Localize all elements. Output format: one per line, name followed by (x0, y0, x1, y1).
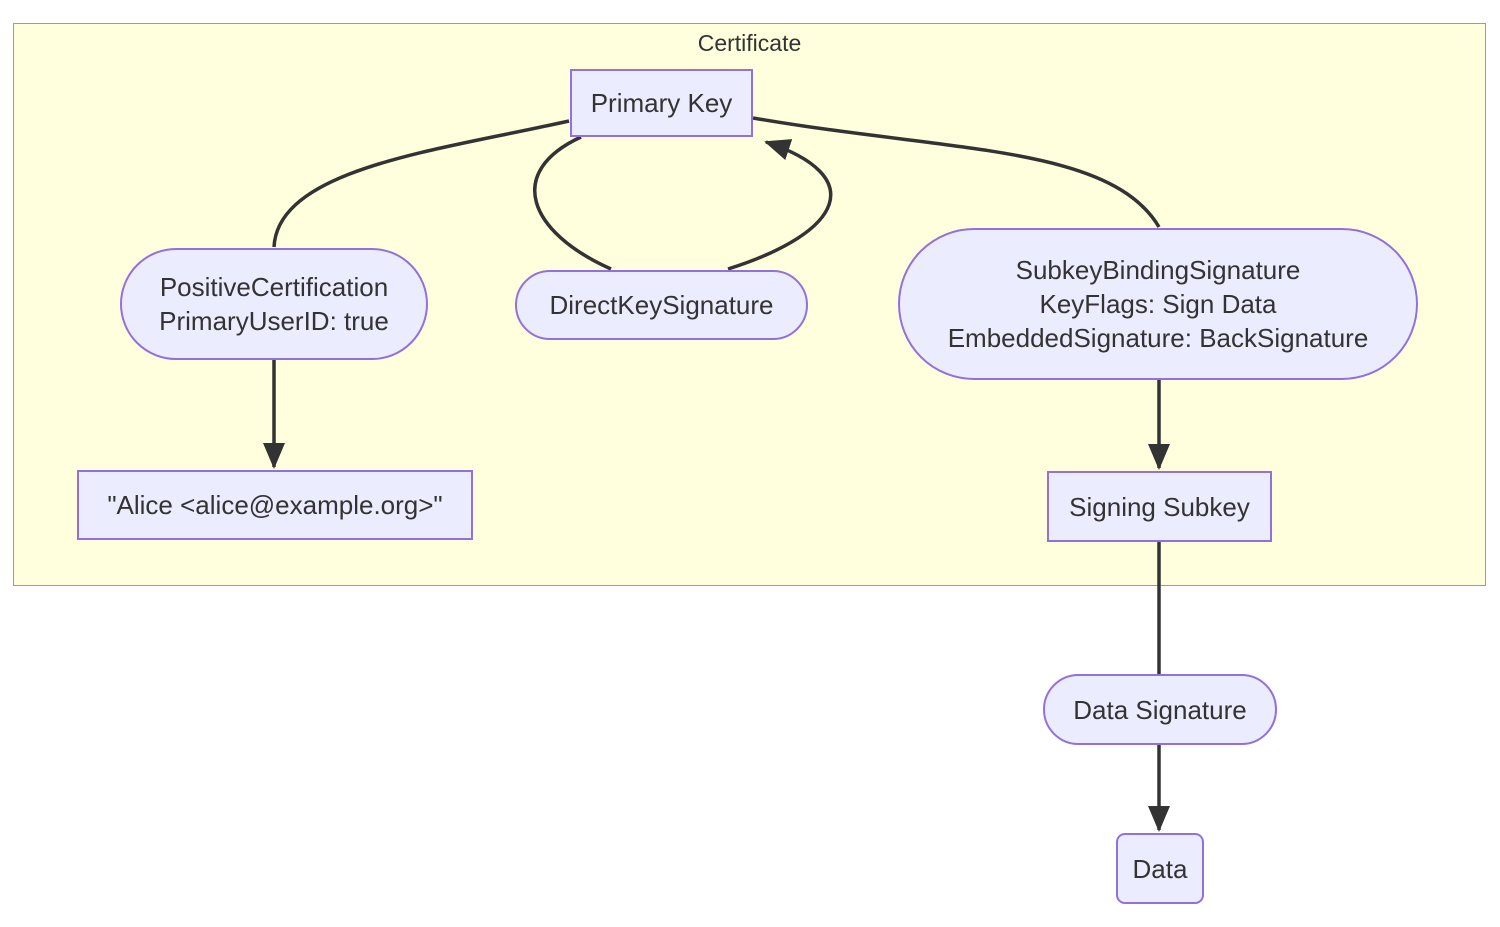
edge-primary-key-to-direct-key-signature (533, 135, 612, 271)
edge-primary-key-to-subkey-binding-signature (752, 116, 1161, 228)
node-user-id-label: "Alice <alice@example.org>" (107, 490, 443, 520)
node-subkey-binding-signature-line-1: SubkeyBindingSignature (1015, 255, 1301, 285)
node-subkey-binding-signature-line-2: KeyFlags: Sign Data (1039, 289, 1277, 319)
node-data: Data (1116, 833, 1204, 904)
node-primary-key: Primary Key (570, 69, 753, 137)
node-direct-key-signature: DirectKeySignature (515, 270, 808, 340)
node-data-signature-label: Data Signature (1073, 694, 1247, 725)
edge-primary-key-to-positive-certification (272, 119, 570, 248)
node-signing-subkey: Signing Subkey (1047, 471, 1272, 542)
node-user-id: "Alice <alice@example.org>" (77, 470, 473, 540)
node-data-signature: Data Signature (1043, 674, 1277, 745)
node-signing-subkey-label: Signing Subkey (1069, 491, 1250, 522)
node-subkey-binding-signature: SubkeyBindingSignature KeyFlags: Sign Da… (898, 228, 1418, 380)
edge-direct-key-signature-to-primary-key (727, 139, 833, 271)
node-direct-key-signature-label: DirectKeySignature (549, 290, 774, 320)
node-subkey-binding-signature-line-3: EmbeddedSignature: BackSignature (947, 323, 1369, 353)
subgraph-certificate-title: Certificate (697, 30, 802, 56)
node-positive-certification-line-2: PrimaryUserID: true (159, 306, 389, 336)
node-data-label: Data (1132, 853, 1188, 884)
node-positive-certification: PositiveCertification PrimaryUserID: tru… (120, 248, 428, 360)
node-primary-key-label: Primary Key (590, 88, 733, 118)
node-positive-certification-line-1: PositiveCertification (159, 272, 389, 302)
